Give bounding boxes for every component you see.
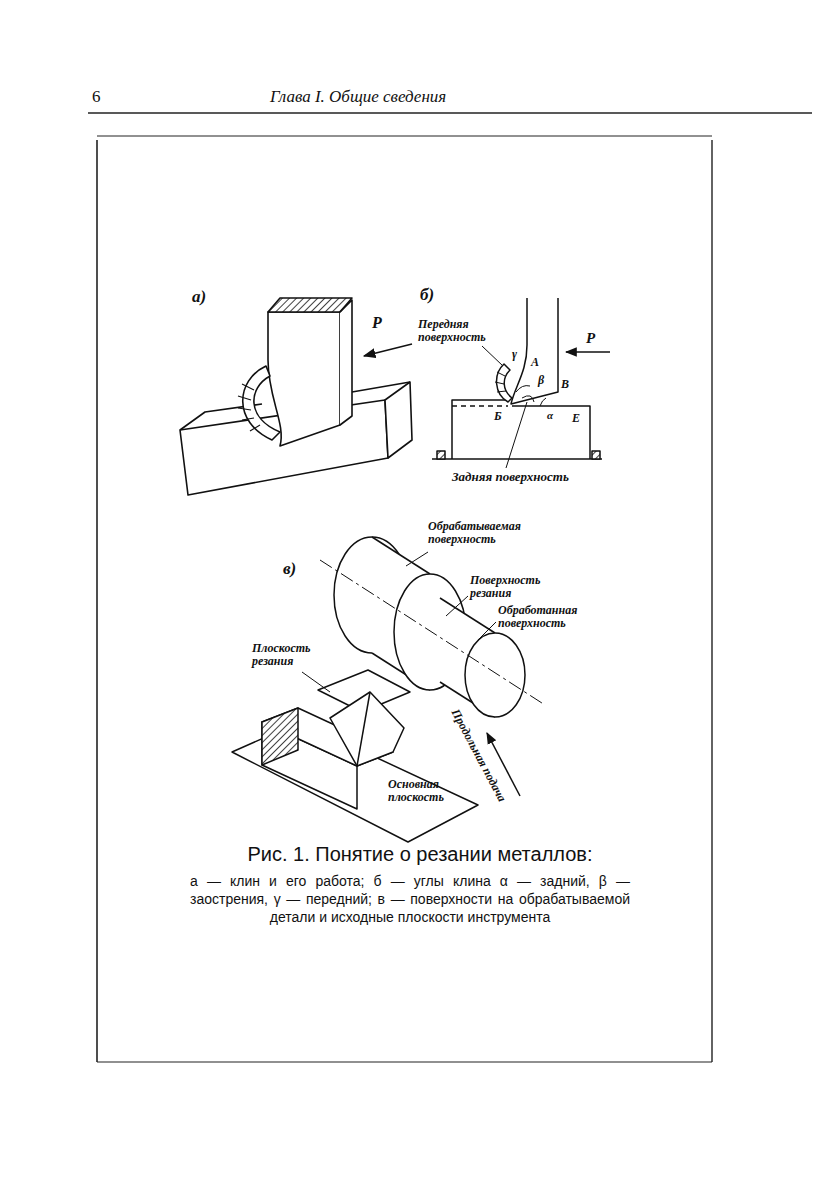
figure-label: а) — [192, 288, 206, 307]
figure-label: в) — [283, 560, 296, 579]
figure-label: Основная плоскость — [388, 778, 468, 804]
figure-label: β — [538, 374, 544, 387]
figure-label: Передняя поверхность — [418, 318, 502, 344]
figure-label: α — [547, 409, 553, 421]
running-header: Глава I. Общие сведения — [270, 88, 446, 107]
figure-label: Продольная подача — [448, 707, 508, 804]
figure-label: B — [561, 378, 569, 391]
page-frame — [88, 113, 812, 1062]
figure-label: б) — [420, 286, 434, 305]
figure-label: P — [372, 314, 382, 332]
figure-label: E — [572, 412, 580, 425]
figure-label: P — [586, 330, 595, 347]
figure-label: Обрабатываемая поверхность — [428, 520, 538, 546]
figure-label: A — [531, 356, 539, 369]
figure-label: Обработанная поверхность — [498, 604, 602, 630]
caption-legend: а — клин и его работа; б — углы клина α … — [190, 872, 630, 927]
figure-label: γ — [512, 348, 517, 361]
figure-label: Задняя поверхность — [452, 470, 602, 484]
wedge-figure — [180, 298, 412, 495]
figure-label: Б — [494, 410, 502, 423]
page-number: 6 — [92, 88, 101, 107]
figure-label: Поверхность резания — [470, 574, 544, 600]
figure-label: Плоскость резания — [252, 642, 332, 668]
turning-figure — [232, 537, 545, 842]
figure-caption: Рис. 1. Понятие о резании металлов: — [150, 843, 690, 866]
